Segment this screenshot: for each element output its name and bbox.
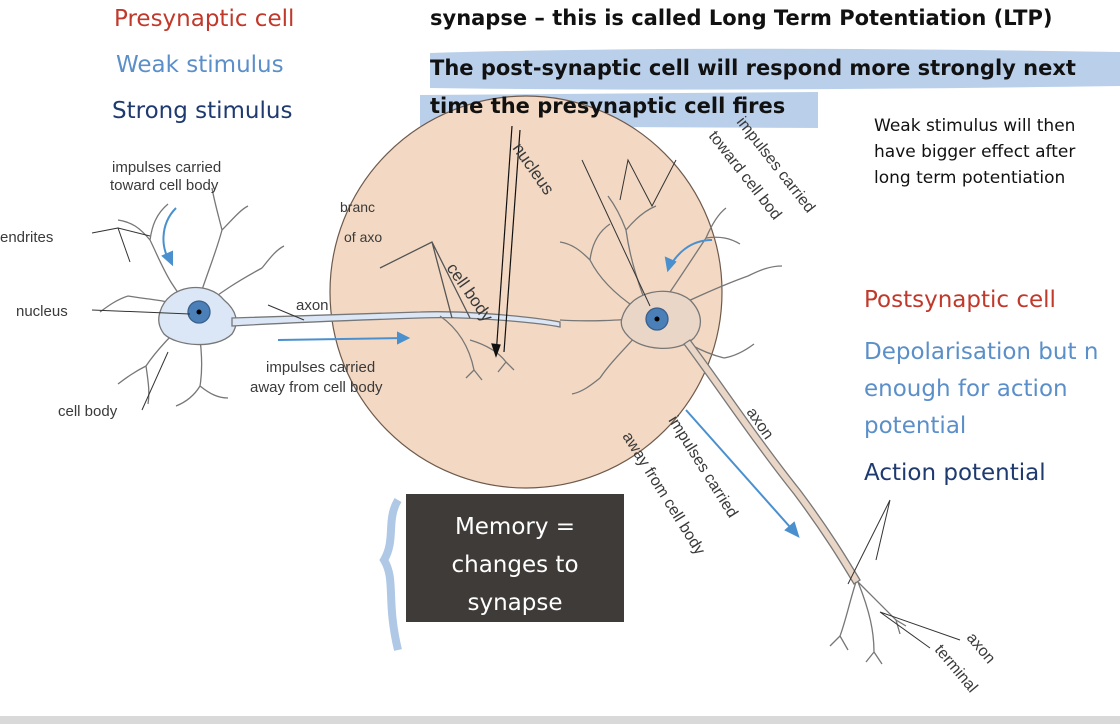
left-impulses-out-1: impulses carried	[266, 359, 375, 376]
synapse-pointer-arrows	[491, 125, 521, 358]
right-neuron	[559, 195, 907, 665]
left-nucleus-label: nucleus	[16, 303, 68, 320]
left-labels-leaders	[91, 227, 305, 411]
memory-box	[406, 494, 624, 622]
left-dendrites-label: endrites	[0, 229, 53, 246]
left-axon-label: axon	[296, 297, 329, 314]
branch-of-axon-1: branc	[340, 199, 375, 215]
left-neuron	[99, 187, 561, 407]
left-impulses-out-2: away from cell body	[250, 379, 383, 396]
impulse-arrows	[161, 207, 800, 538]
left-cell-body-label: cell body	[58, 403, 118, 420]
note-line-1: Weak stimulus will then	[874, 116, 1076, 136]
note-line-3: long term potentiation	[874, 168, 1066, 188]
depol-line-2: enough for action	[864, 376, 1068, 402]
right-labels-leaders	[581, 158, 961, 649]
note-line-2: have bigger effect after	[874, 142, 1076, 162]
legend-depolarisation: Depolarisation but n enough for action p…	[864, 334, 1098, 445]
legend-postsynaptic: Postsynaptic cell	[864, 287, 1056, 313]
depol-line-1: Depolarisation but n	[864, 339, 1099, 365]
branch-of-axon-2: of axo	[344, 229, 382, 245]
memory-line-1: Memory =	[454, 514, 576, 540]
memory-line-3: synapse	[467, 590, 563, 616]
weak-stimulus-note: Weak stimulus will then have bigger effe…	[874, 113, 1075, 191]
header-line-2a: The post-synaptic cell will respond more…	[430, 56, 1076, 80]
synapse-zoom-circle	[329, 95, 723, 489]
depol-line-3: potential	[864, 413, 967, 439]
memory-brace	[379, 497, 402, 651]
legend-strong-stimulus: Strong stimulus	[112, 98, 293, 124]
right-impulses-in-2: toward cell bod	[705, 128, 785, 223]
highlight-band-1	[430, 48, 1120, 90]
memory-line-2: changes to	[451, 552, 579, 578]
memory-box-text: Memory = changes to synapse	[406, 508, 624, 622]
header-line-1: synapse – this is called Long Term Poten…	[430, 6, 1053, 30]
axon-terminal-1: axon	[963, 630, 998, 668]
legend-presynaptic: Presynaptic cell	[114, 6, 295, 32]
legend-weak-stimulus: Weak stimulus	[116, 52, 284, 78]
bottom-scrollbar-strip	[0, 716, 1120, 724]
left-impulses-in-2: toward cell body	[110, 177, 219, 194]
left-impulses-in-1: impulses carried	[112, 159, 221, 176]
header-line-2b: time the presynaptic cell fires	[430, 94, 786, 118]
legend-action-potential: Action potential	[864, 460, 1046, 486]
